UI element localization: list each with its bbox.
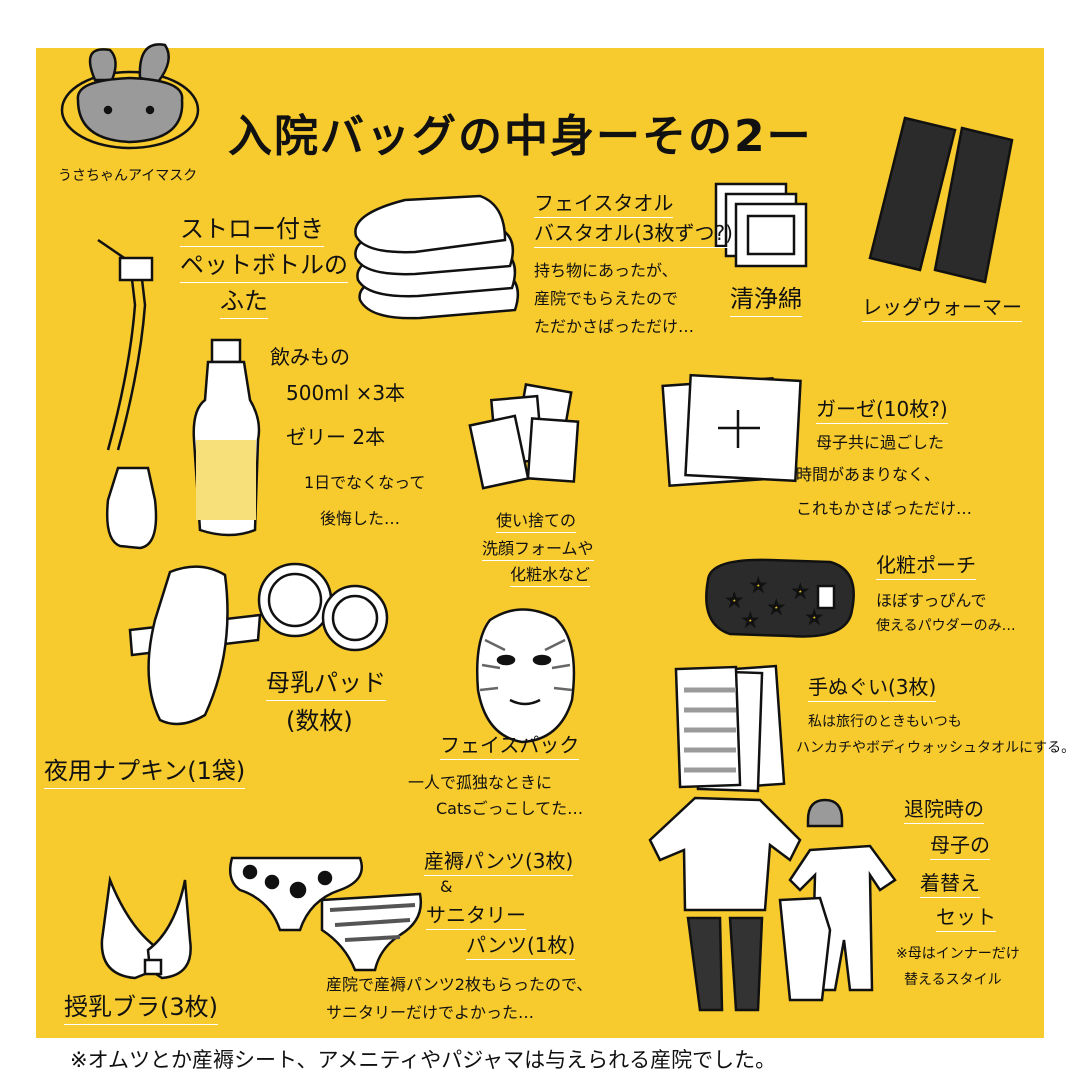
pants-line-3: サニタリー — [426, 904, 526, 930]
drinks-note-1: 1日でなくなって — [304, 473, 426, 492]
clothes-set-icon — [648, 796, 897, 1012]
footnote: ※オムツとか産褥シート、アメニティやパジャマは与えられる産院でした。 — [70, 1048, 777, 1072]
discharge-note-2: 替えるスタイル — [904, 972, 1002, 988]
sachets-icon — [468, 383, 580, 490]
nursing-pad-line-1: 母乳パッド — [266, 669, 386, 701]
towels-note-1: 持ち物にあったが、 — [534, 261, 678, 280]
gauze-note-2: 時間があまりなく、 — [796, 465, 941, 484]
nursing-bra-icon — [100, 875, 192, 980]
towels-note-3: ただかさばっただけ… — [534, 317, 695, 336]
pants-note-2: サニタリーだけでよかった… — [326, 1003, 535, 1022]
eye-mask-icon — [60, 43, 200, 150]
towels-line-2: バスタオル(3枚ずつ?) — [534, 222, 733, 248]
nursing-pad-line-2: (数枚) — [286, 707, 353, 735]
cotton-label: 清浄綿 — [730, 285, 802, 317]
face-pack-note-2: Catsごっこしてた… — [436, 799, 584, 818]
eye-mask-label: うさちゃんアイマスク — [58, 168, 198, 184]
gauze-note-1: 母子共に過ごした — [816, 433, 945, 452]
pants-note-1: 産院で産褥パンツ2枚もらったので、 — [326, 975, 593, 994]
nursing-pads-icon — [257, 562, 389, 652]
gauze-icon — [661, 373, 802, 488]
discharge-line-4: セット — [936, 906, 996, 932]
svg-text:★: ★ — [808, 610, 821, 626]
night-napkin-icon — [128, 565, 262, 726]
face-pack-icon — [475, 608, 576, 744]
svg-text:★: ★ — [752, 578, 765, 594]
face-pack-note-1: 一人で孤独なときに — [408, 773, 553, 792]
pants-line-2: & — [440, 877, 453, 896]
towels-line-1: フェイスタオル — [534, 192, 674, 218]
leg-warmers-icon — [868, 116, 1014, 284]
discharge-note-1: ※母はインナーだけ — [896, 946, 1020, 962]
disposable-line-3: 化粧水など — [510, 565, 591, 588]
gauze-label: ガーゼ(10枚?) — [816, 398, 948, 424]
svg-text:★: ★ — [744, 613, 757, 629]
underwear-icon — [229, 856, 423, 972]
bottle-icon — [106, 338, 261, 550]
straw-cap-line-3: ふた — [220, 287, 268, 319]
disposable-line-1: 使い捨ての — [496, 511, 577, 534]
pouch-label: 化粧ポーチ — [876, 554, 976, 580]
discharge-line-1: 退院時の — [904, 798, 984, 824]
cosmetic-pouch-icon: ★ ★ ★ ★ ★ ★ — [705, 558, 855, 638]
face-pack-label: フェイスパック — [440, 734, 580, 760]
svg-text:★: ★ — [770, 600, 783, 616]
pants-line-1: 産褥パンツ(3枚) — [424, 850, 574, 876]
leg-warmer-label: レッグウォーマー — [862, 296, 1022, 322]
straw-cap-line-2: ペットボトルの — [180, 251, 348, 283]
cotton-pads-icon — [714, 182, 808, 268]
drinks-line-1: 飲みもの — [270, 345, 350, 369]
towels-note-2: 産院でもらえたので — [534, 289, 679, 308]
drinks-note-2: 後悔した… — [320, 509, 401, 528]
pouch-note-1: ほぼすっぴんで — [876, 591, 987, 610]
discharge-line-2: 母子の — [930, 834, 990, 860]
straw-cap-line-1: ストロー付き — [180, 215, 324, 247]
night-napkin-label: 夜用ナプキン(1袋) — [44, 757, 246, 789]
straw-cap-icon — [97, 238, 154, 451]
drinks-line-3: ゼリー 2本 — [286, 425, 386, 449]
disposable-line-2: 洗顔フォームや — [482, 539, 594, 562]
svg-text:★: ★ — [794, 584, 807, 600]
tenugui-label: 手ぬぐい(3枚) — [808, 676, 937, 702]
drinks-line-2: 500ml ×3本 — [286, 381, 406, 405]
svg-text:★: ★ — [728, 593, 741, 609]
tenugui-note-2: ハンカチやボディウォッシュタオルにする。 — [796, 740, 1076, 756]
discharge-line-3: 着替え — [920, 872, 980, 898]
page-title: 入院バッグの中身ーその2ー — [228, 111, 813, 162]
bra-label: 授乳ブラ(3枚) — [64, 993, 218, 1025]
pouch-note-2: 使えるパウダーのみ… — [876, 618, 1016, 634]
gauze-note-3: これもかさばっただけ… — [796, 499, 973, 518]
towels-icon — [354, 194, 520, 320]
tenugui-icon — [674, 664, 786, 793]
pants-line-4: パンツ(1枚) — [466, 934, 576, 960]
tenugui-note-1: 私は旅行のときもいつも — [808, 714, 962, 730]
